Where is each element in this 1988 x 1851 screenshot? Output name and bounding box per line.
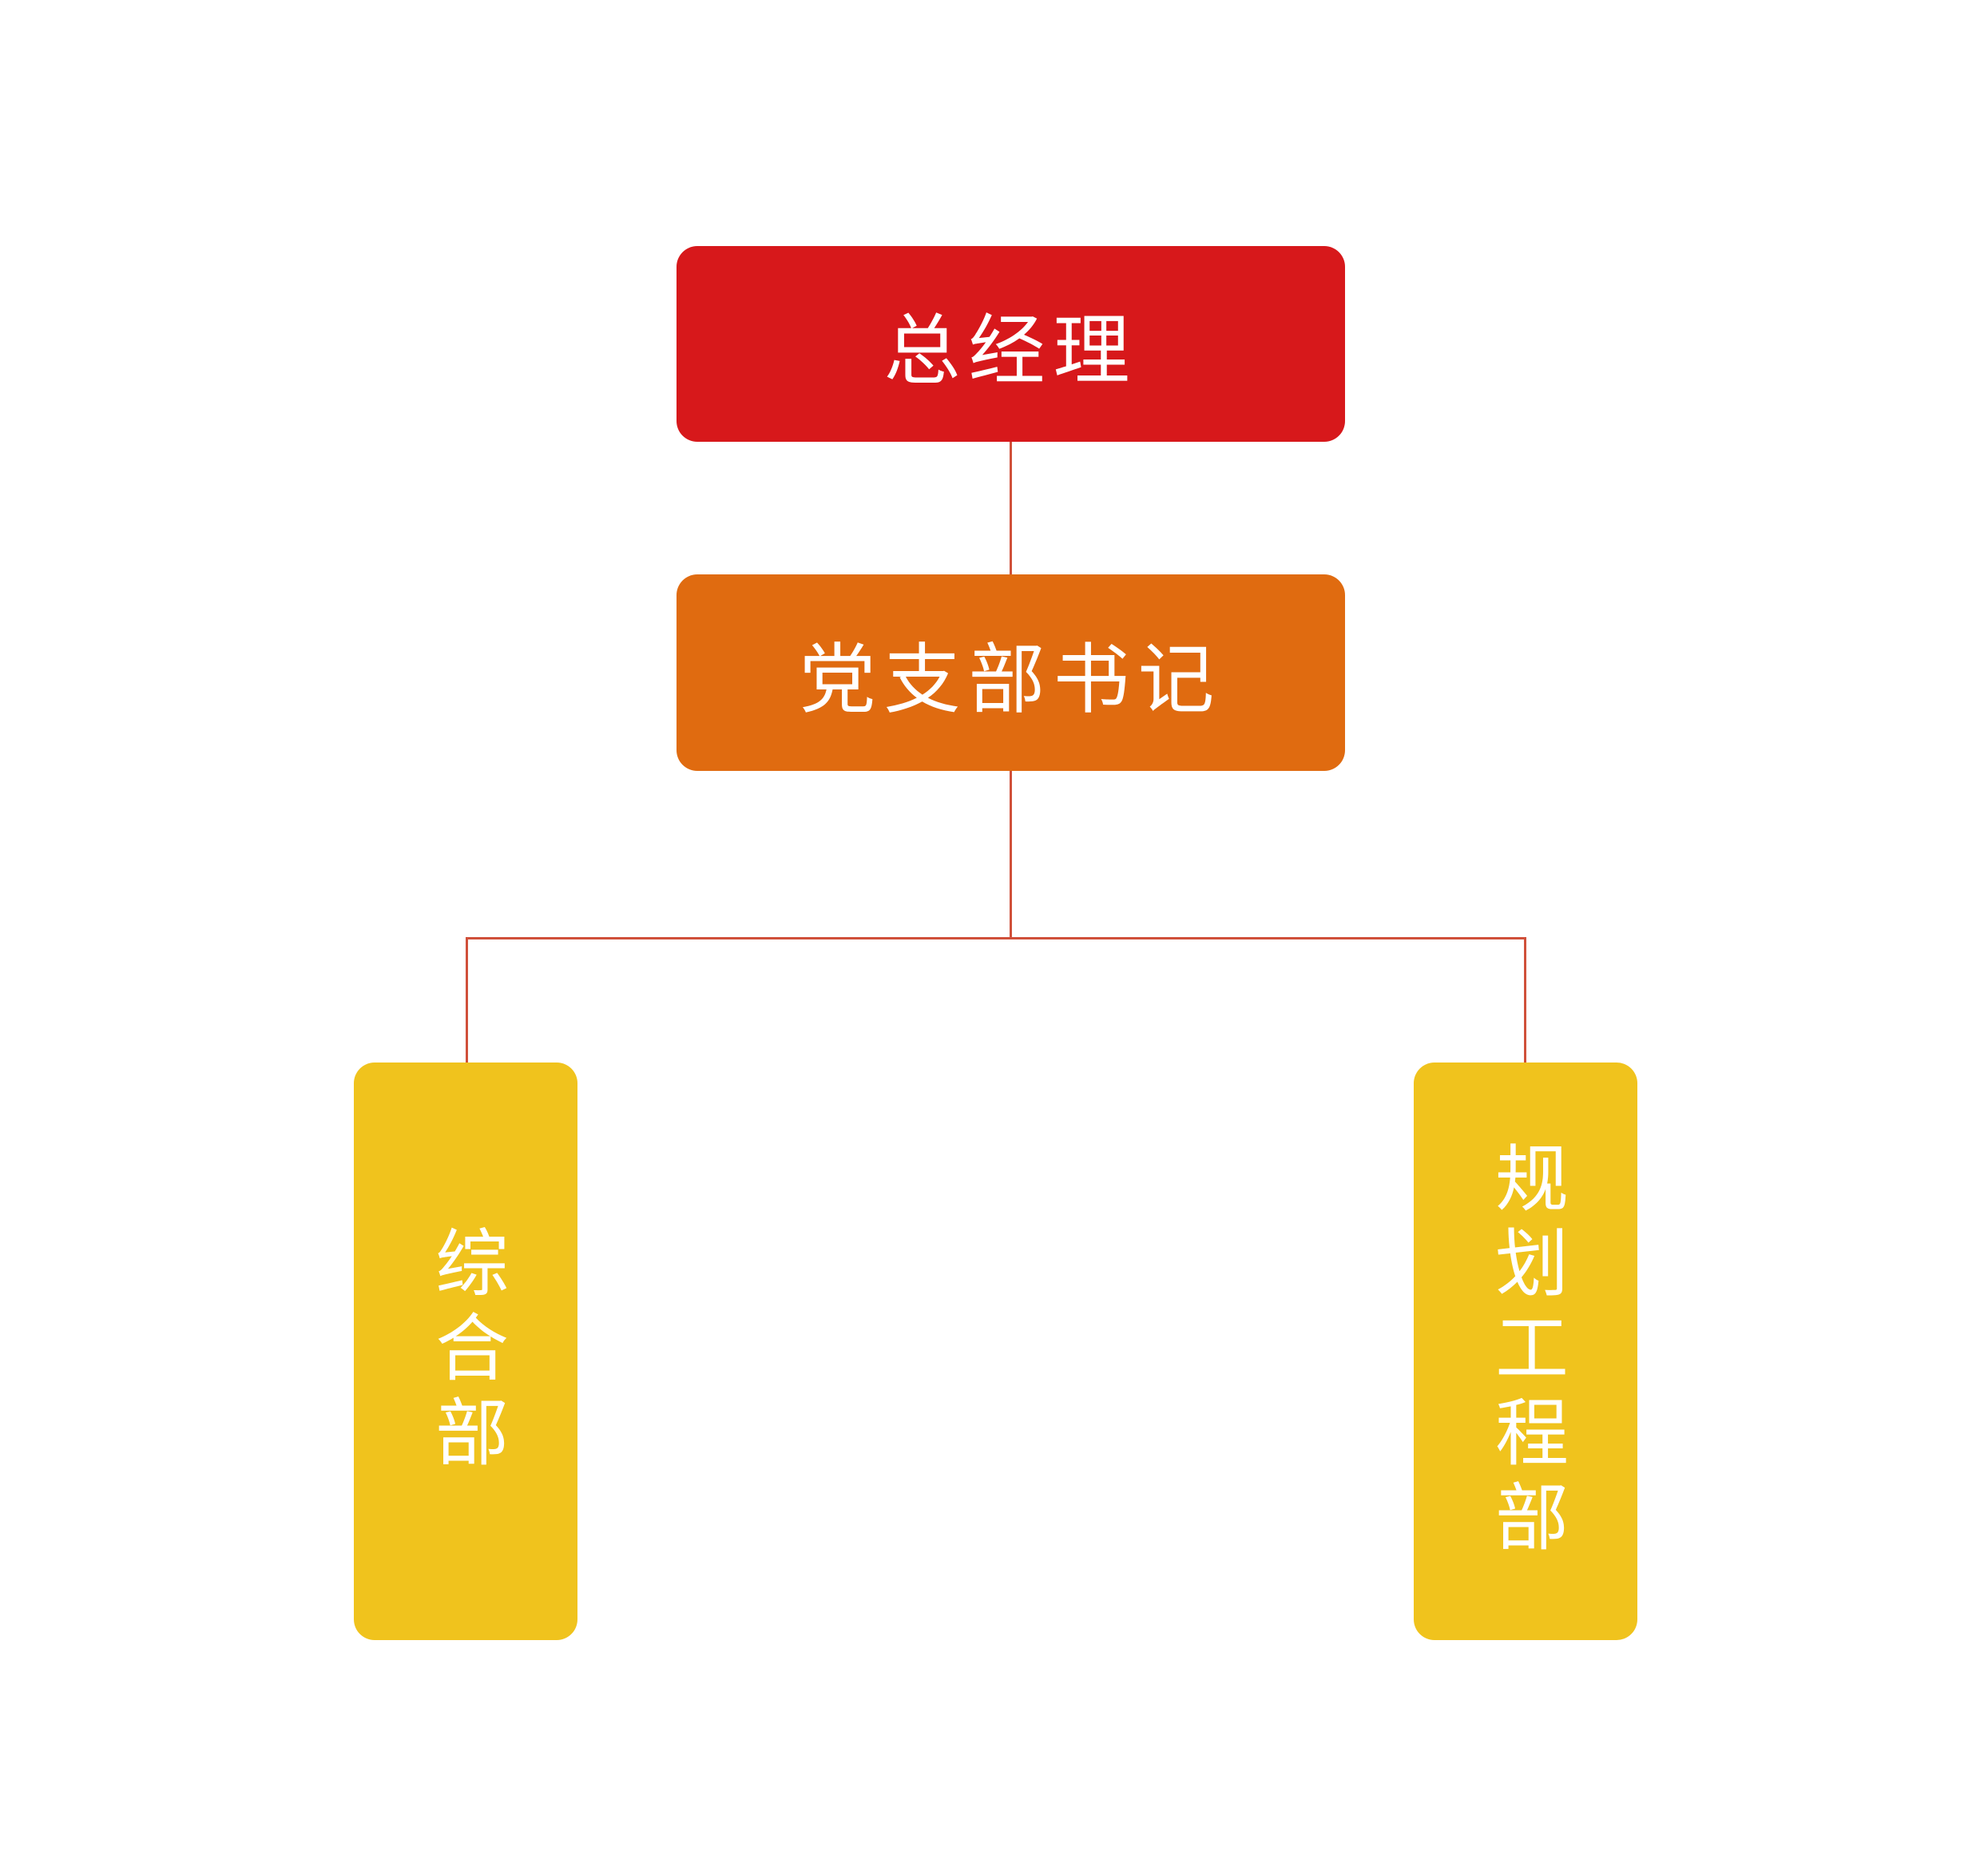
node-planning-engineering-department: 规划工程部 — [1414, 1063, 1637, 1640]
connector-top-to-second — [1010, 442, 1012, 574]
connector-branch-horizontal — [466, 937, 1526, 939]
node-label: 党支部书记 — [799, 634, 1223, 725]
node-general-manager: 总经理 — [677, 246, 1345, 442]
connector-branch-left — [466, 937, 468, 1063]
node-label: 综合部 — [423, 1224, 509, 1479]
node-label: 总经理 — [883, 306, 1138, 395]
node-party-secretary: 党支部书记 — [677, 574, 1345, 771]
node-general-department: 综合部 — [354, 1063, 577, 1640]
node-label: 规划工程部 — [1482, 1139, 1569, 1563]
connector-branch-right — [1524, 937, 1526, 1063]
connector-second-to-branch — [1010, 771, 1012, 939]
